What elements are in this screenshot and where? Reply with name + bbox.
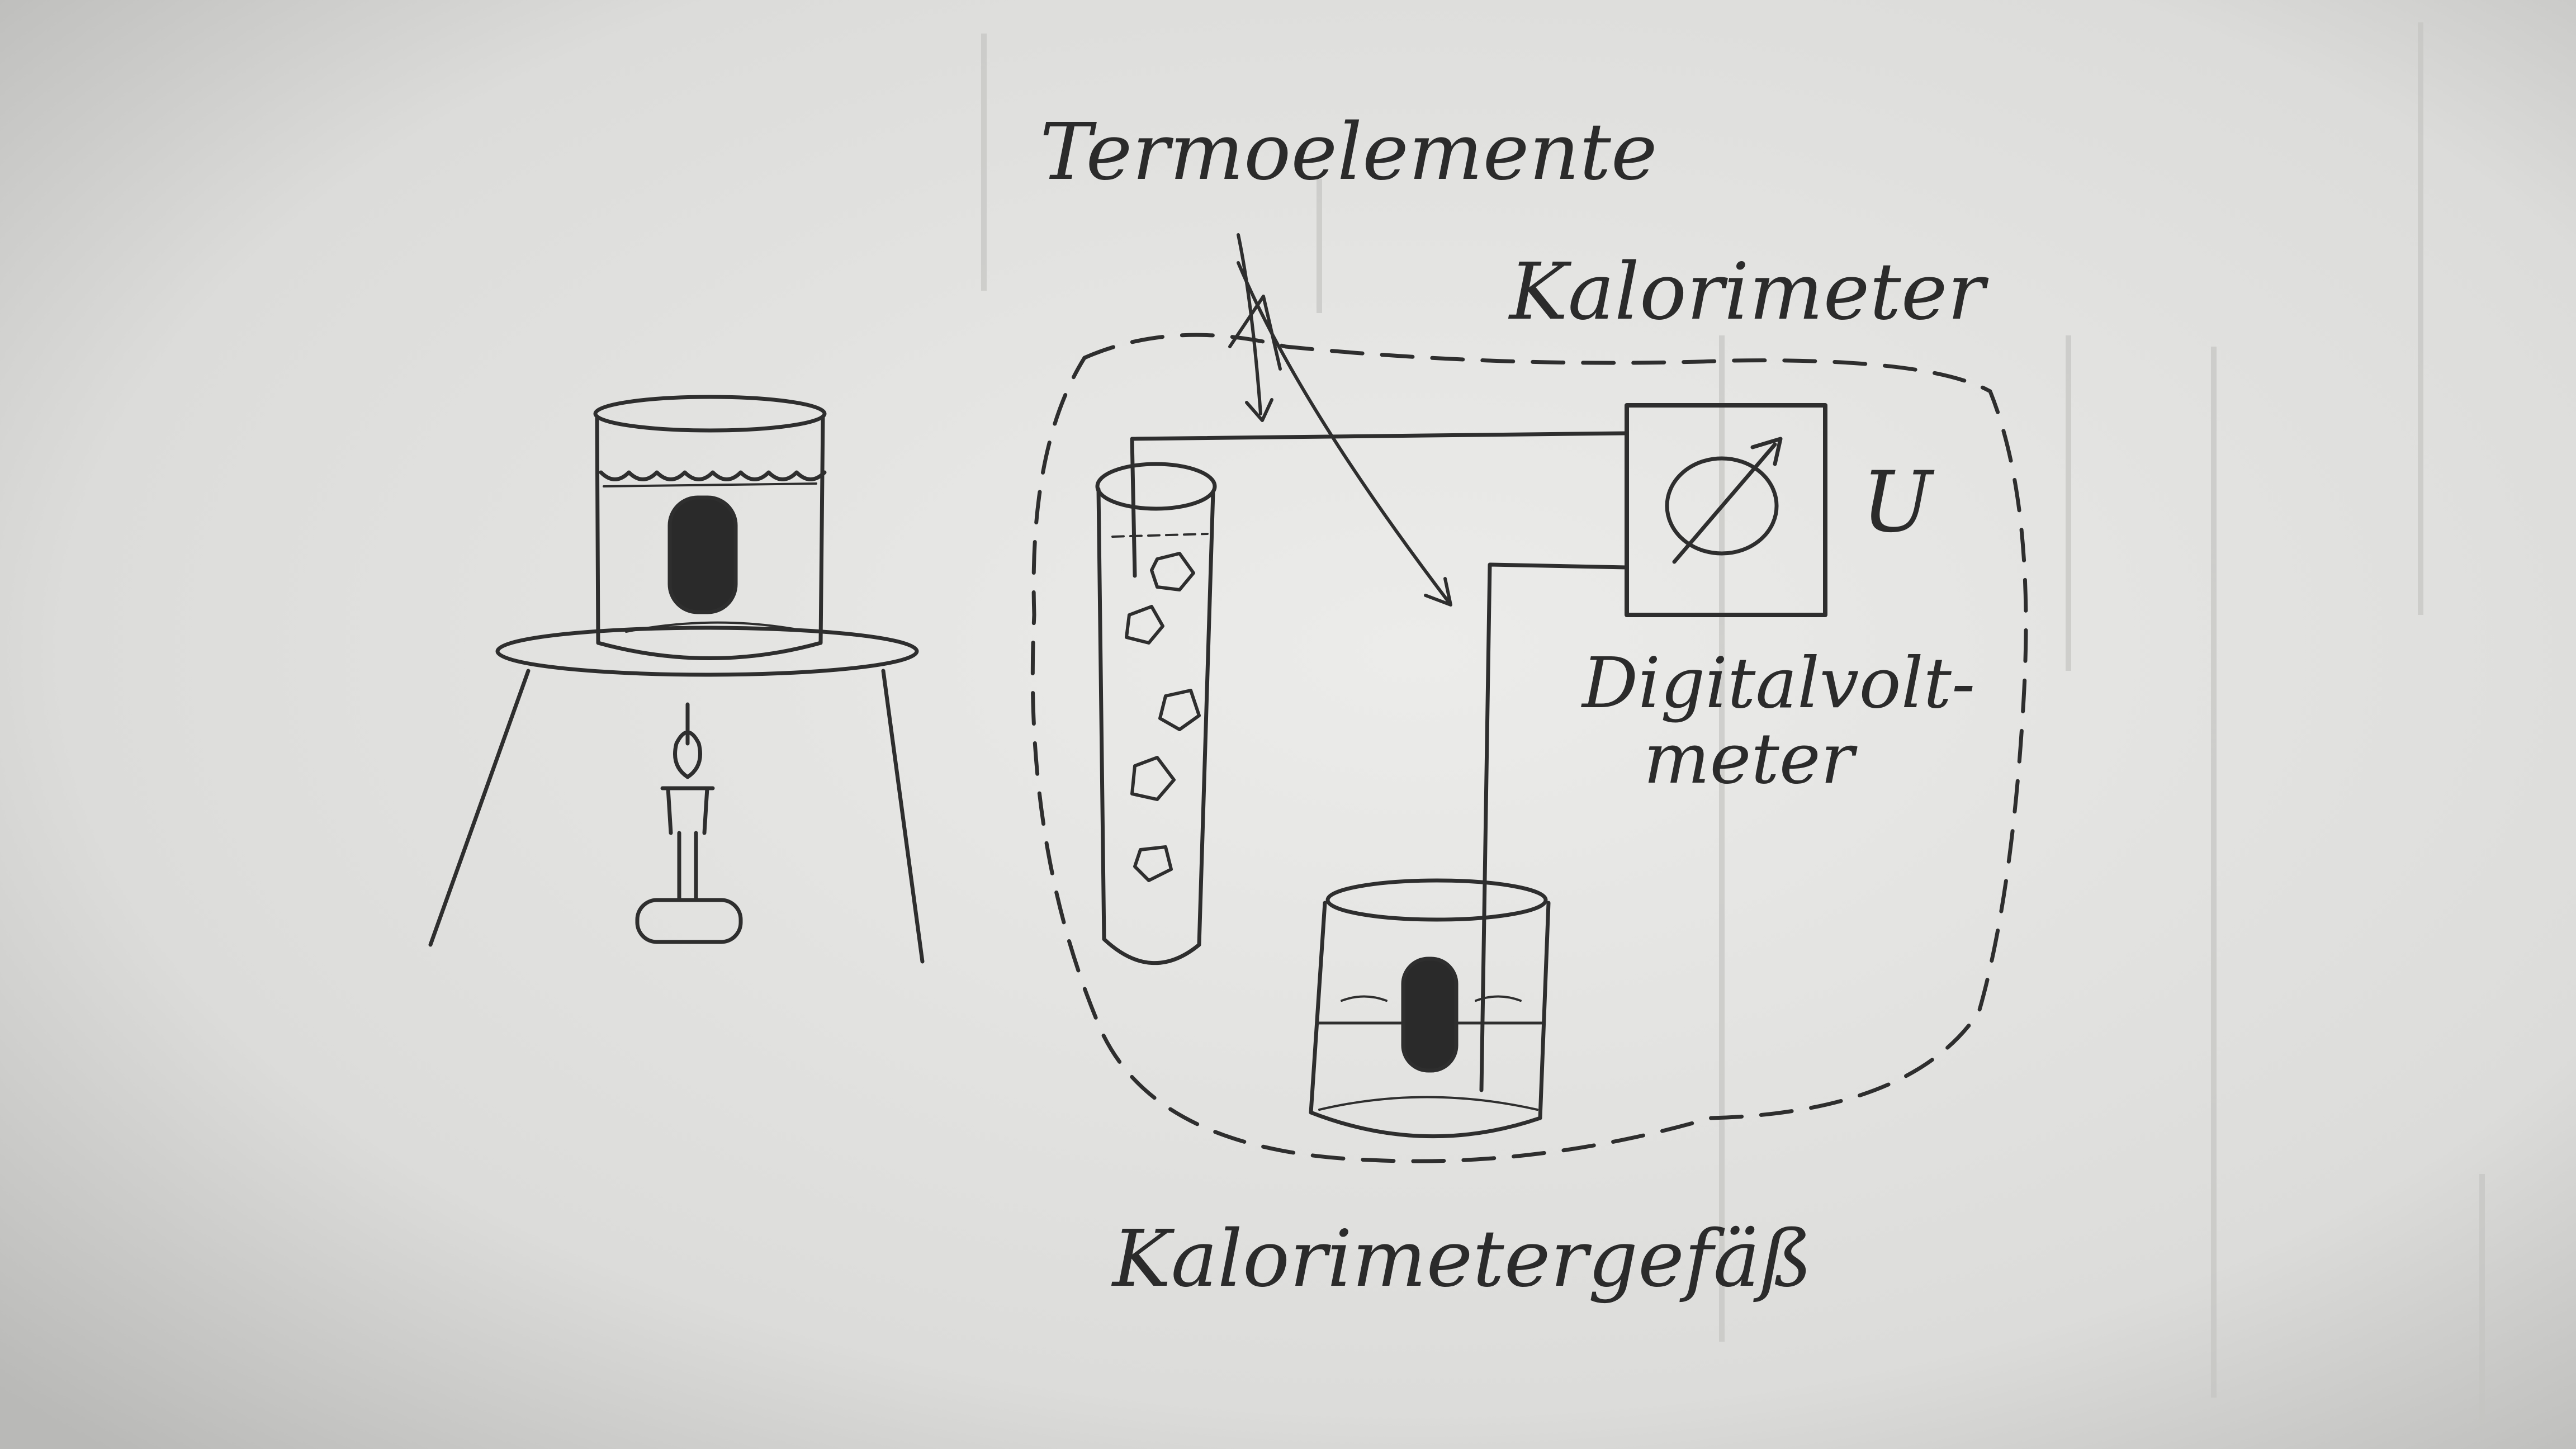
table-leg-right — [881, 669, 925, 964]
vessel-rim — [1325, 878, 1548, 922]
label-thermocouples: Termoelemente — [1040, 107, 1658, 198]
test-tube — [1096, 487, 1215, 965]
label-calorimeter: Kalorimeter — [1508, 247, 1989, 338]
calorimeter-setup — [1030, 233, 2028, 1163]
beaker-rim — [593, 395, 827, 433]
label-voltmeter-line1: Digitalvolt- — [1581, 643, 1975, 724]
water-surface — [599, 470, 827, 481]
burner-base — [635, 898, 743, 944]
thermocouple-arrows — [1228, 233, 1452, 607]
label-calorimeter-vessel: Kalorimetergefäß — [1111, 1214, 1812, 1305]
table-top — [495, 626, 919, 677]
label-voltage: U — [1862, 454, 1935, 551]
sample-block-vessel — [1401, 956, 1459, 1073]
test-tube-rim — [1095, 462, 1217, 511]
show-through-marks — [981, 22, 2485, 1431]
calorimeter-boundary — [1030, 333, 2028, 1163]
sample-block-left — [667, 495, 738, 614]
beaker-body — [595, 414, 825, 660]
thermocouple-wire-bottom — [1479, 562, 1629, 1092]
digital-voltmeter — [1625, 403, 1827, 617]
burner — [660, 702, 715, 902]
table-leg-left — [428, 669, 531, 947]
vessel-body — [1309, 901, 1551, 1139]
voltmeter-dial-icon — [1665, 437, 1783, 564]
thermocouple-wire-top — [1130, 431, 1629, 578]
ice-cubes — [1125, 552, 1201, 882]
heating-setup — [428, 395, 925, 964]
label-voltmeter-line2: meter — [1644, 718, 1858, 799]
